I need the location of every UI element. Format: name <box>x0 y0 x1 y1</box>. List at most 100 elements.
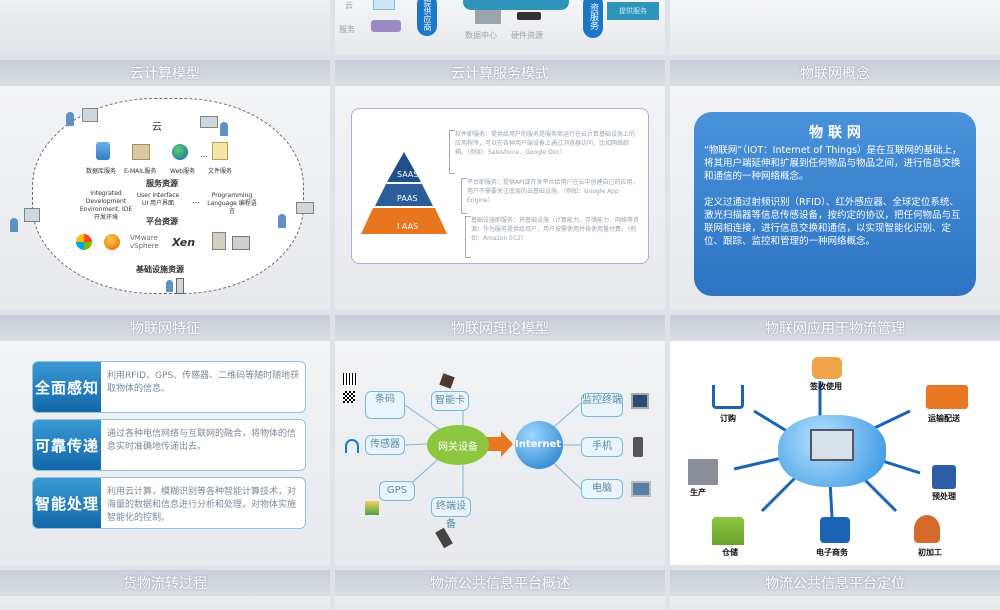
pyramid-base <box>361 208 447 234</box>
xen-label: Xen <box>172 236 196 249</box>
laptop-icon <box>296 202 314 214</box>
slide-service-model: 云计算服务模式 SAAS PAAS I AAS 软件即服务：提供给用户的服务是服… <box>335 60 665 310</box>
node-sign-use: 签收使用 <box>810 382 842 391</box>
slide-title: 物流公共信息平台定位 <box>670 570 1000 596</box>
building-icon <box>475 10 501 24</box>
antenna-icon <box>345 439 359 453</box>
slide-title: 物流公共信息平台概述 <box>335 570 665 596</box>
feature-card: 智能处理 利用云计算，模糊识别等各种智能计算技术，对海量的数据和信息进行分析和处… <box>32 477 306 529</box>
node-gps: GPS <box>379 481 415 501</box>
server-icon <box>212 232 226 250</box>
bracket <box>461 178 467 214</box>
logistics-arrows <box>733 381 921 518</box>
db-icon <box>96 142 110 160</box>
vmware-label: VMware vSphere <box>130 234 159 250</box>
gps-icon <box>365 501 379 515</box>
small-label: 硬件资源 <box>511 31 543 40</box>
house-icon <box>712 517 744 545</box>
small-label: 云 <box>345 1 353 10</box>
feature-tag: 可靠传递 <box>33 420 101 470</box>
service-db: 数据库服务 <box>86 168 117 175</box>
globe-icon <box>172 144 188 160</box>
slide-platform-position: 物流公共信息平台定位 <box>670 570 1000 610</box>
server-icon <box>517 12 541 20</box>
feature-text: 通过各种电信网络与互联网的融合，将物体的信息实时准确地传递出去。 <box>107 429 297 452</box>
service-group-label: 服务资源 <box>146 179 178 188</box>
platform-lang: Programming Language 编程语言 <box>207 192 257 215</box>
slide-title: 物联网特征 <box>0 315 330 341</box>
node-preprocess: 预处理 <box>932 492 956 501</box>
slide-title: 物联网应用于物流管理 <box>670 315 1000 341</box>
pc-icon <box>24 208 40 222</box>
platform-ui: User Interface UI 用户界面 <box>136 192 180 207</box>
pc-icon <box>82 108 98 122</box>
user-icon <box>10 218 18 232</box>
slide-iot-logistics: 物联网应用于物流管理 签收使用 订购 运输配送 生产 预处理 仓储 <box>670 315 1000 565</box>
cloud-shape <box>32 98 304 294</box>
desc-paas: 平台即服务：提供API或开发平台给用户在云中创建自己的应用，用户不需要关注底层的… <box>467 179 639 204</box>
user-icon <box>220 122 228 136</box>
monitor-icon <box>631 393 649 409</box>
laptop-icon <box>200 116 218 128</box>
ecommerce-icon <box>820 517 850 543</box>
barcode-icon <box>343 373 357 385</box>
small-label: 数据中心 <box>465 31 497 40</box>
slide-iot-features: 物联网特征 全面感知 利用RFID、GPS、传感器、二维码等随时随地获取物体的信… <box>0 315 330 565</box>
internet-label: Internet <box>515 439 562 450</box>
cart-icon <box>712 385 744 409</box>
node-computer: 电脑 <box>581 479 623 499</box>
node-phone: 手机 <box>581 437 623 457</box>
top-tile-left <box>0 0 330 55</box>
top-tile-right <box>670 0 1000 55</box>
internet-globe <box>515 421 563 469</box>
concept-para2: 定义过通过射频识别（RFID）、红外感应器、全球定位系统、激光扫描器等信息传感设… <box>704 197 961 247</box>
desc-saas: 软件即服务：提供给用户的服务是服务商运行在云计算基础设施上的应用程序，可以在各种… <box>455 131 636 156</box>
slide-title: 云计算服务模式 <box>335 60 665 86</box>
node-smartcard: 智能卡 <box>431 391 469 411</box>
factory-icon <box>688 459 718 485</box>
top-tile-center: 云 服务 提供应商 数据中心 硬件资源 资服务 提供服务 <box>335 0 665 55</box>
node-produce: 生产 <box>690 488 706 497</box>
provide-box: 提供服务 <box>607 2 659 20</box>
layer-paas: PAAS <box>397 194 418 203</box>
node-warehouse: 仓储 <box>722 548 738 557</box>
node-ecommerce: 电子商务 <box>816 548 848 557</box>
platform-ide: Integrated Development Environment, IDE … <box>79 190 133 221</box>
concept-para1: “物联网”（IOT：Internet of Things）是在互联网的基础上，将… <box>704 145 962 182</box>
feature-text: 利用云计算，模糊识别等各种智能计算技术，对海量的数据和信息进行分析和处理，对物体… <box>107 487 297 523</box>
concept-card-title: 物 联 网 <box>809 125 861 141</box>
worker-icon <box>914 515 940 543</box>
phone-icon <box>176 278 184 294</box>
feature-card: 可靠传递 通过各种电信网络与互联网的融合，将物体的信息实时准确地传递出去。 <box>32 419 306 471</box>
slide-goods-flow: 货物流转过程 <box>0 570 330 610</box>
firefox-icon <box>104 234 120 250</box>
tools-icon <box>932 465 956 489</box>
node-order: 订购 <box>720 414 736 423</box>
pyramid <box>361 152 447 234</box>
mail-icon <box>132 144 150 160</box>
slide-title: 物联网概念 <box>670 60 1000 86</box>
bracket <box>449 130 455 174</box>
user-icon <box>66 112 74 126</box>
node-monitor: 监控终端 <box>581 393 623 417</box>
layer-iaas: I AAS <box>397 222 419 231</box>
infra-group-label: 基础设施资源 <box>136 265 184 274</box>
cloud-label: 云 <box>152 122 162 133</box>
qrcode-icon <box>343 391 355 403</box>
mobile-icon <box>633 437 643 457</box>
gateway-node: 网关设备 <box>427 425 489 465</box>
file-icon <box>212 142 228 160</box>
feature-tag: 全面感知 <box>33 362 101 412</box>
computer-icon <box>631 481 651 497</box>
feature-card: 全面感知 利用RFID、GPS、传感器、二维码等随时随地获取物体的信息。 <box>32 361 306 413</box>
printer-icon <box>232 236 250 250</box>
truck-icon <box>926 385 968 409</box>
ellipsis: … <box>192 196 200 205</box>
desc-iaas: 基础设施即服务：将基础设施（计算能力、存储能力、网络等资源）作为服务提供给用户，… <box>471 217 640 242</box>
slide-title: 物联网理论模型 <box>335 315 665 341</box>
user-icon <box>166 280 173 292</box>
concept-card <box>694 112 976 296</box>
laptop-icon <box>810 429 854 461</box>
service-pill: 资服务 <box>583 0 603 38</box>
node-terminal: 终端设备 <box>431 497 471 530</box>
